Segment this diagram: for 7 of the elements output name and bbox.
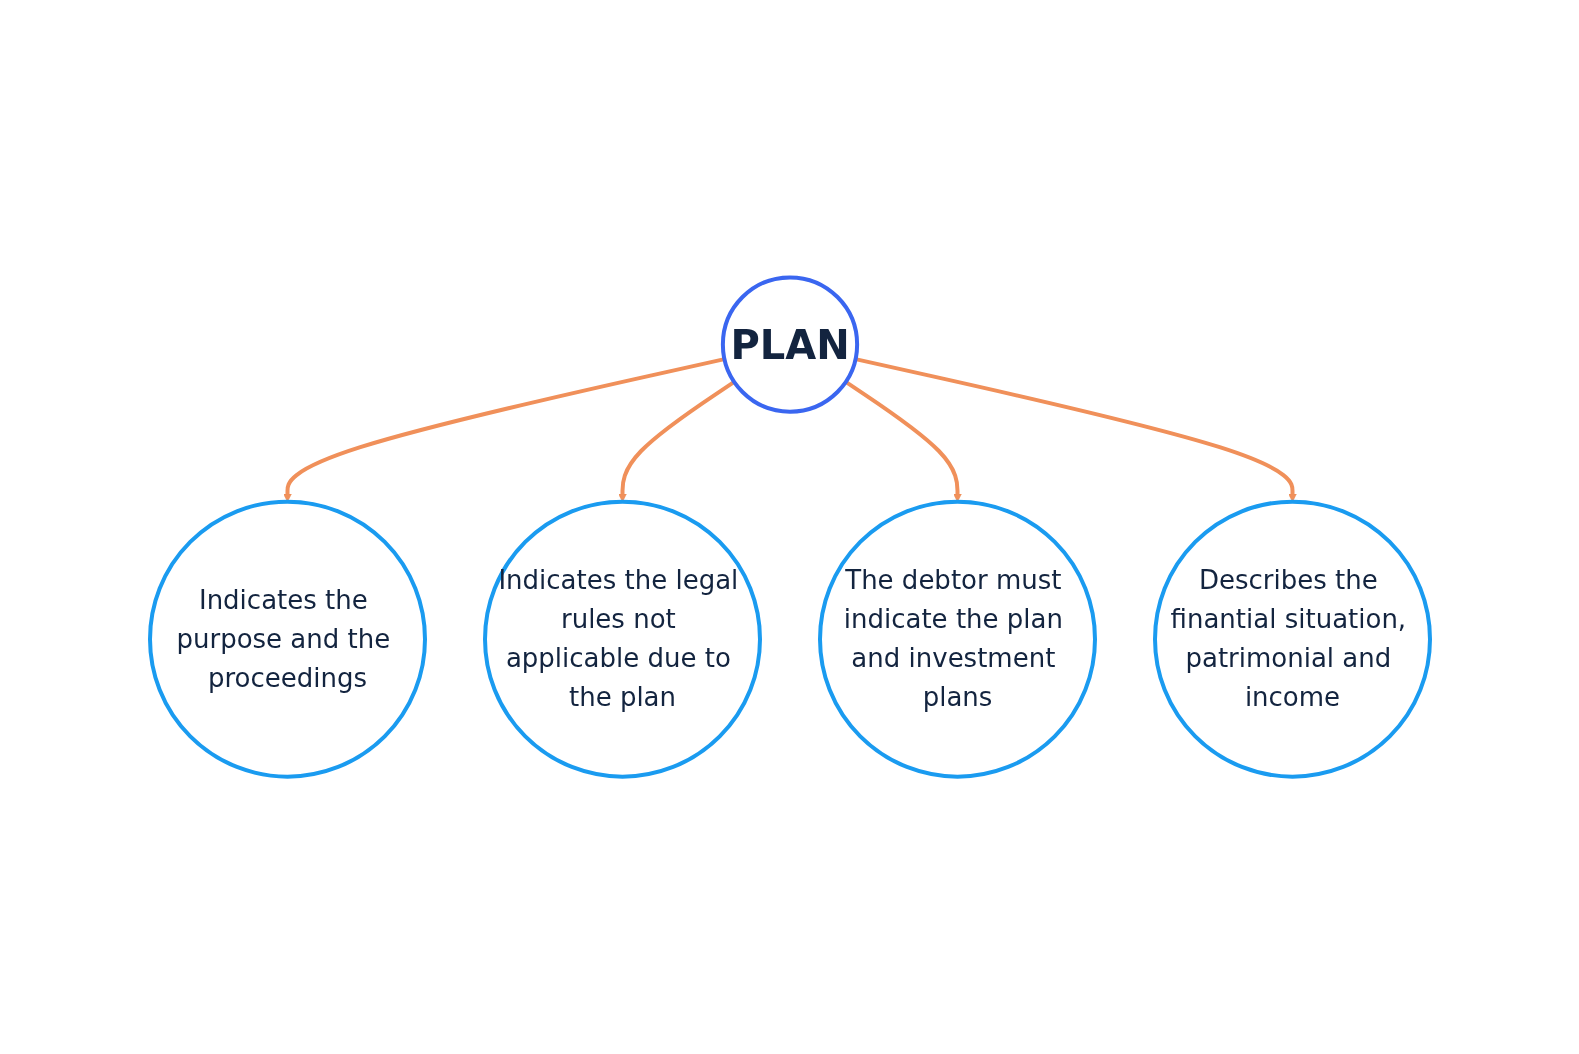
arrow xyxy=(617,380,735,503)
node-circle: PLAN xyxy=(720,275,859,414)
node-circle: Describes the finantial situation, patrimonial and income xyxy=(1152,499,1432,779)
node-circle: Indicates the legal rules not applicable due to the plan xyxy=(482,499,762,779)
node-circle: Indicates the purpose and the proceedings xyxy=(147,499,427,779)
arrow xyxy=(844,380,962,503)
node-circle: The debtor must indicate the plan and investment plans xyxy=(817,499,1097,779)
